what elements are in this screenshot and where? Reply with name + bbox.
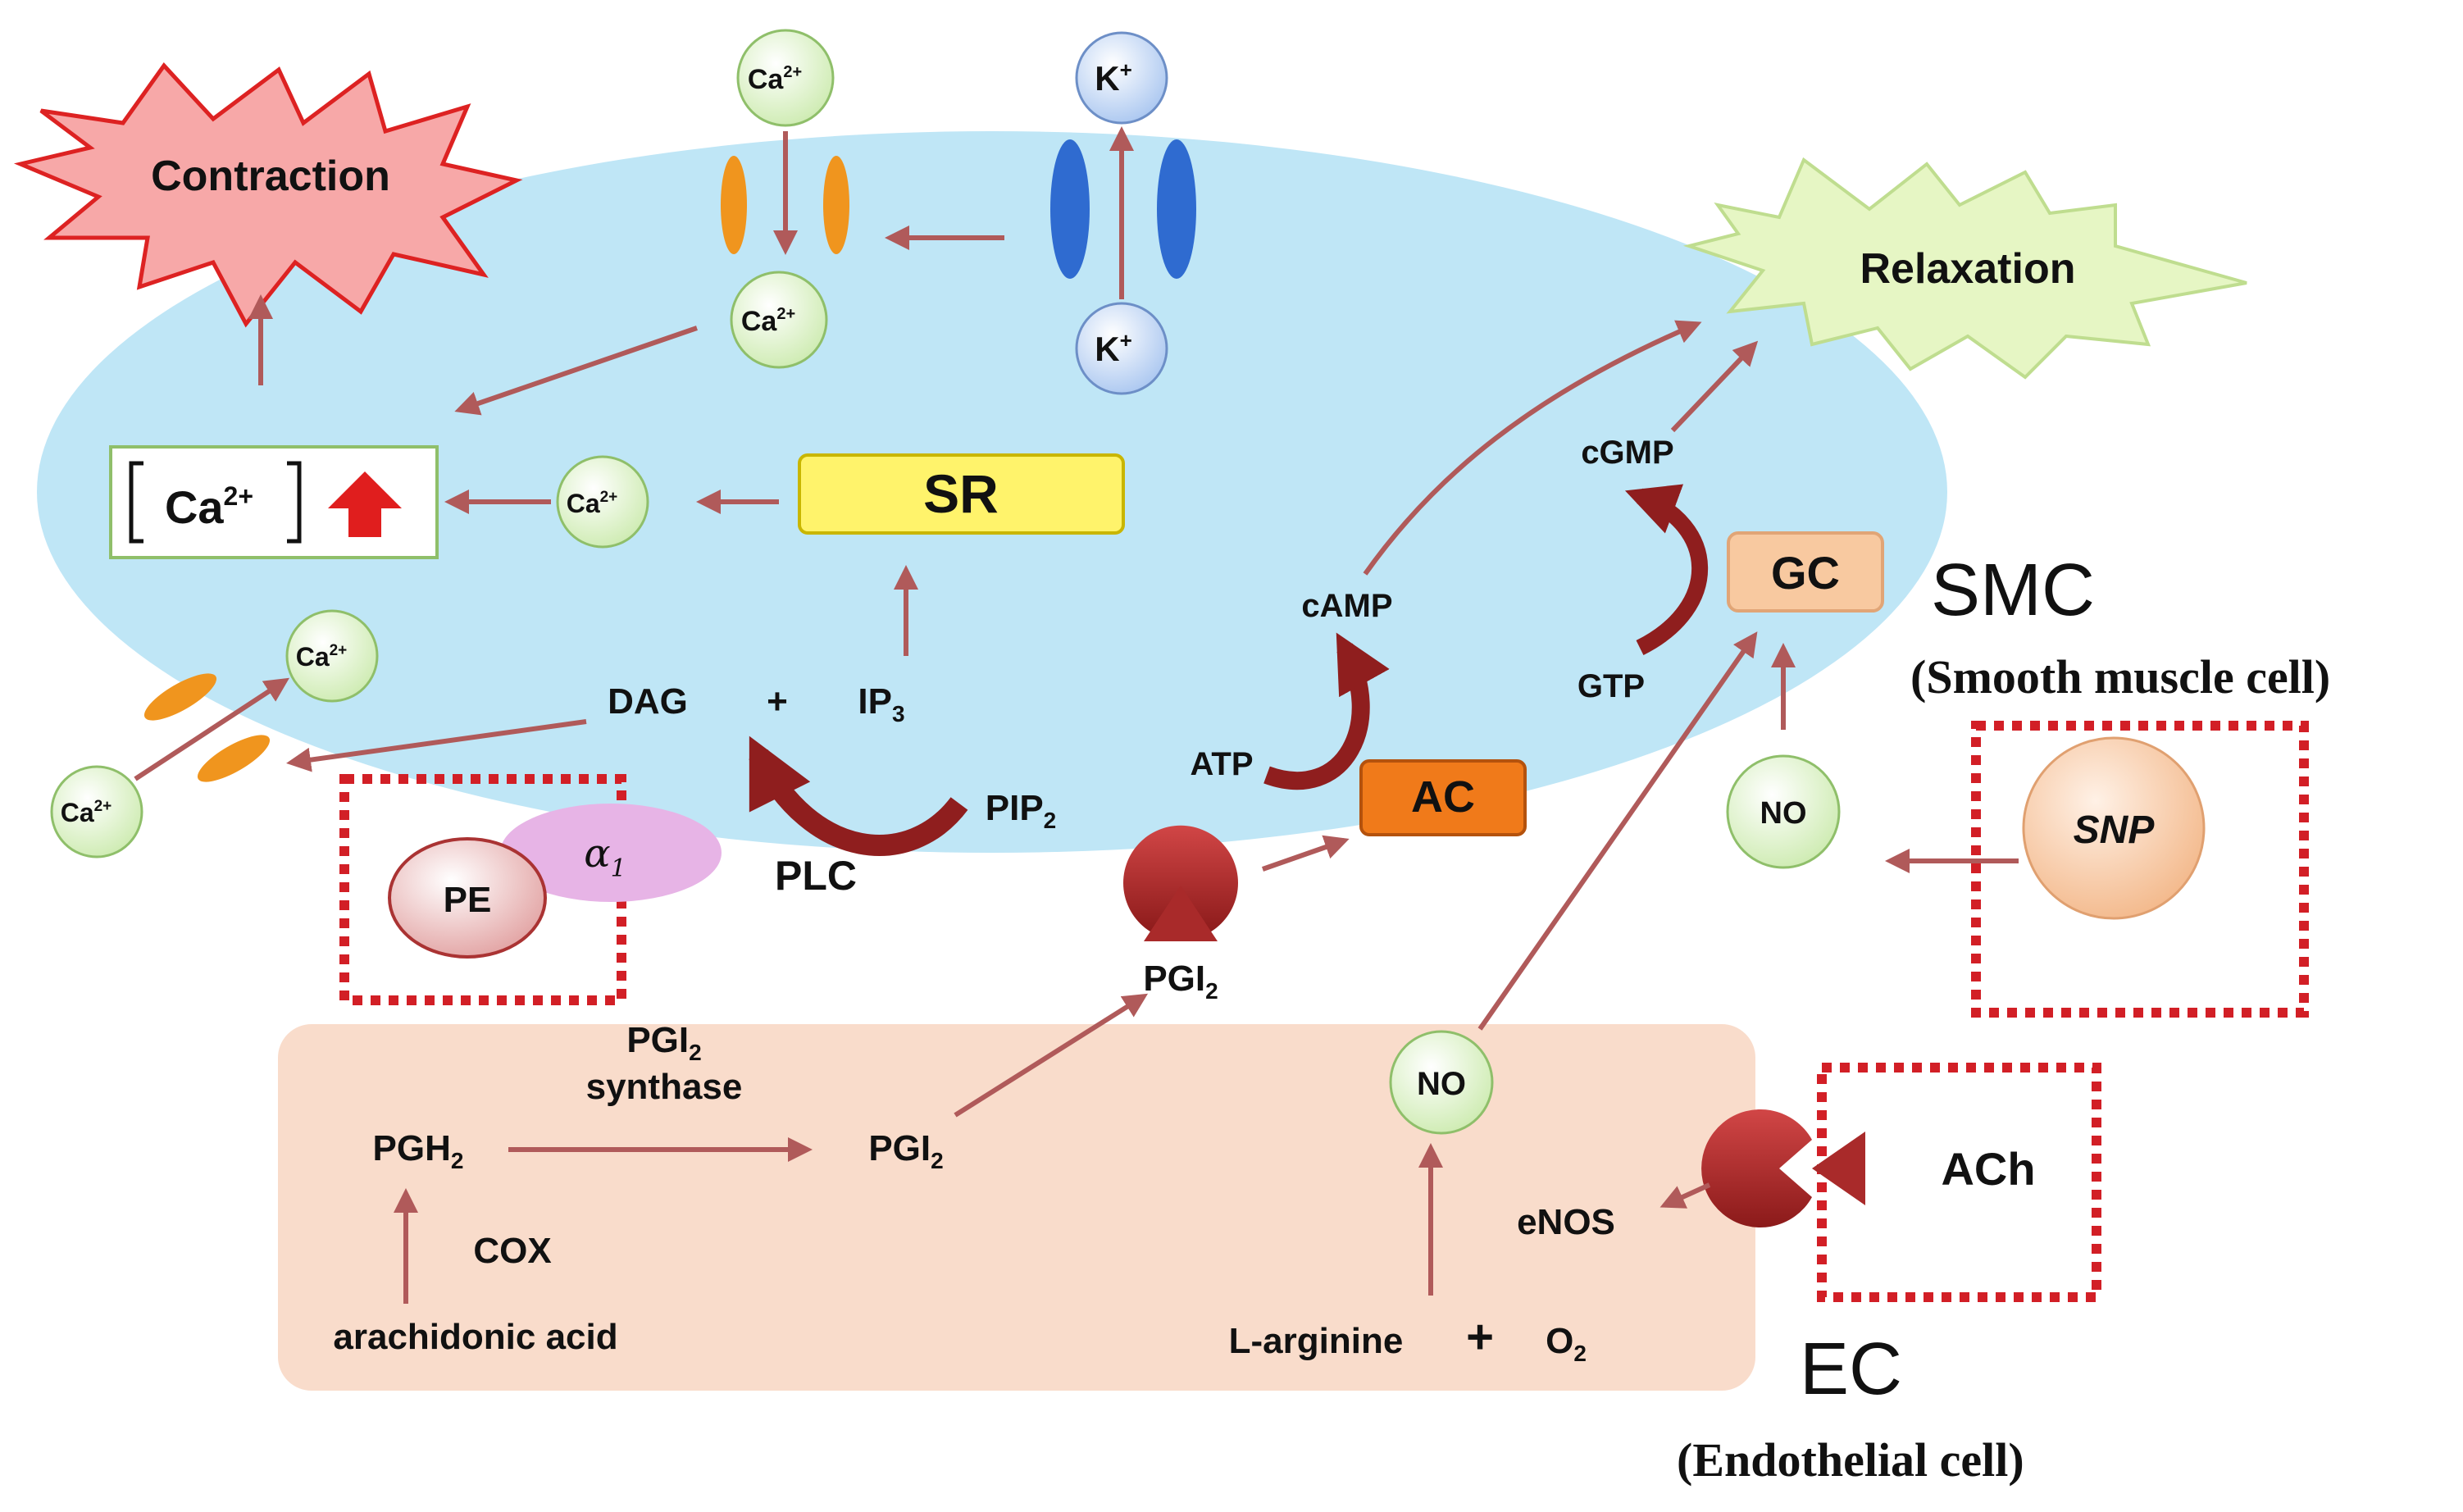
o2-label: O2 xyxy=(1546,1321,1587,1366)
svg-text:Ca2+: Ca2+ xyxy=(61,798,112,827)
pgi2-receptor xyxy=(1122,825,1238,941)
k-ion-bottom: K+ xyxy=(1075,302,1168,395)
svg-text:NO: NO xyxy=(1417,1066,1466,1102)
pgh2-label: PGH2 xyxy=(373,1128,464,1173)
svg-text:Ca2+: Ca2+ xyxy=(748,63,802,95)
svg-text:Ca2+: Ca2+ xyxy=(567,489,618,518)
svg-text:SR: SR xyxy=(923,463,999,524)
dag-label: DAG xyxy=(608,681,688,722)
svg-text:α1: α1 xyxy=(584,831,626,883)
plc-label: PLC xyxy=(775,853,857,899)
ca-ion-outside: Ca2+ xyxy=(50,765,143,858)
svg-text:AC: AC xyxy=(1411,772,1475,822)
snp-molecule: SNP xyxy=(2022,736,2206,920)
plus-sign: + xyxy=(767,681,788,722)
svg-text:Ca2+: Ca2+ xyxy=(165,481,253,533)
ip3-label: IP3 xyxy=(858,681,904,726)
svg-text:K+: K+ xyxy=(1095,328,1132,368)
relaxation-label: Relaxation xyxy=(1860,245,2076,293)
no-ec: NO xyxy=(1389,1030,1494,1135)
cgmp-label: cGMP xyxy=(1581,435,1673,471)
plus-sign-ec: + xyxy=(1466,1310,1494,1364)
ach-label: ACh xyxy=(1941,1143,2035,1195)
ca-channel xyxy=(721,156,849,254)
k-channel xyxy=(1050,139,1196,279)
arachidonic-acid-label: arachidonic acid xyxy=(333,1317,617,1357)
pgi2-ec-label: PGI2 xyxy=(868,1128,943,1173)
ca-ion-sr: Ca2+ xyxy=(556,455,649,549)
ec-label: EC xyxy=(1800,1328,1902,1410)
ca-ion-entry: Ca2+ xyxy=(285,609,379,703)
contraction-label: Contraction xyxy=(151,153,390,200)
no-smc: NO xyxy=(1726,754,1841,869)
up-arrow-icon xyxy=(328,471,402,537)
smc-label: SMC xyxy=(1931,549,2095,631)
gc-box: GC xyxy=(1727,531,1884,613)
svg-text:K+: K+ xyxy=(1095,57,1132,98)
pgi2-receptor-label: PGI2 xyxy=(1143,959,1218,1004)
sr-box: SR xyxy=(798,453,1125,535)
svg-text:Ca2+: Ca2+ xyxy=(296,642,348,672)
alpha1-receptor: α1 xyxy=(500,804,722,902)
pip2-label: PIP2 xyxy=(986,788,1057,833)
ca-ion-top: Ca2+ xyxy=(736,29,835,127)
cox-label: COX xyxy=(473,1231,551,1271)
contraction-burst: Contraction xyxy=(13,62,523,328)
l-arginine-label: L-arginine xyxy=(1229,1321,1404,1361)
ac-box: AC xyxy=(1359,759,1527,836)
camp-label: cAMP xyxy=(1301,588,1392,624)
pgi2-synthase-label-2: synthase xyxy=(586,1067,743,1107)
ca-channel-left xyxy=(143,673,271,782)
svg-text:SNP: SNP xyxy=(2074,808,2156,852)
pgi2-synthase-label-1: PGI2 xyxy=(626,1020,701,1065)
svg-text:PE: PE xyxy=(444,880,492,920)
pe-ligand: PE xyxy=(388,837,547,959)
svg-text:NO: NO xyxy=(1760,796,1807,831)
k-ion-top: K+ xyxy=(1075,31,1168,125)
gtp-label: GTP xyxy=(1578,668,1645,704)
atp-label: ATP xyxy=(1190,746,1253,782)
enos-label: eNOS xyxy=(1517,1202,1615,1242)
svg-text:GC: GC xyxy=(1771,547,1840,599)
snp-dashed-box xyxy=(1971,721,2309,1018)
ca-ion-channel-out: Ca2+ xyxy=(730,271,828,369)
smc-full-label: (Smooth muscle cell) xyxy=(1910,650,2330,704)
ach-dashed-box xyxy=(1817,1063,2101,1302)
ec-full-label: (Endothelial cell) xyxy=(1677,1433,2024,1487)
relaxation-burst: Relaxation xyxy=(1682,157,2247,380)
svg-text:Ca2+: Ca2+ xyxy=(741,305,795,337)
ach-receptor xyxy=(1701,1109,1865,1227)
intracellular-ca-box: Ca2+ xyxy=(109,445,439,559)
